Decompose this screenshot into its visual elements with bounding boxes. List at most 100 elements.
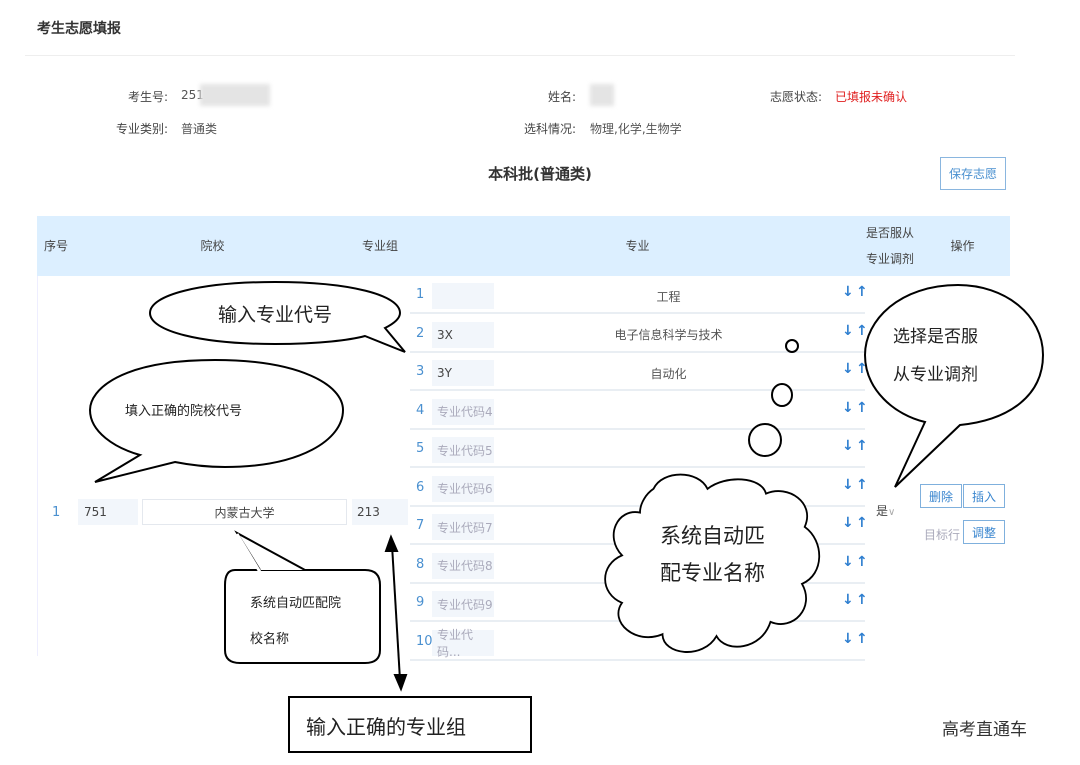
thought-dot-2: [771, 383, 793, 407]
move-down-icon[interactable]: ↓: [842, 322, 854, 339]
move-down-icon[interactable]: ↓: [842, 515, 854, 531]
move-up-icon[interactable]: ↑: [856, 476, 868, 493]
move-down-icon[interactable]: ↓: [842, 399, 854, 416]
table-header: 序号 院校 专业组 专业 是否服从 专业调剂 操作: [37, 216, 1010, 276]
major-row: 5 专业代码5 ↓ ↑: [410, 432, 868, 468]
major-index: 6: [416, 479, 425, 495]
section-title: 本科批(普通类): [488, 165, 592, 183]
group-box: [288, 696, 532, 753]
school-code-input[interactable]: 751: [78, 499, 138, 525]
major-row: 1 工程 ↓ ↑: [410, 278, 868, 314]
watermark: 高考直通车: [942, 720, 1027, 740]
header-school: 院校: [200, 239, 225, 253]
subjects-label: 选科情况:: [523, 122, 576, 136]
insert-button[interactable]: 插入: [963, 484, 1005, 508]
category-label: 专业类别:: [115, 122, 168, 136]
redacted-exam-no: [200, 84, 270, 106]
major-name: 自动化: [650, 366, 687, 381]
move-up-icon[interactable]: ↑: [856, 399, 868, 416]
move-down-icon[interactable]: ↓: [842, 361, 854, 377]
category-value: 普通类: [181, 122, 218, 136]
annotation-auto-school-2: 校名称: [250, 632, 290, 647]
header-index: 序号: [43, 239, 68, 253]
major-code-input[interactable]: 专业代码...: [432, 628, 494, 659]
move-up-icon[interactable]: ↑: [856, 361, 868, 377]
major-index: 8: [416, 556, 425, 572]
move-down-icon[interactable]: ↓: [842, 592, 854, 608]
header-ops: 操作: [950, 239, 975, 253]
move-up-icon[interactable]: ↑: [856, 284, 868, 300]
school-name-field: 内蒙古大学: [142, 499, 347, 525]
target-row-label: 目标行: [924, 528, 961, 542]
thought-dot-3: [748, 423, 782, 457]
save-button[interactable]: 保存志愿: [940, 157, 1006, 190]
major-code-input[interactable]: 3Y: [432, 360, 494, 386]
header-adjust-line2: 专业调剂: [865, 252, 914, 266]
annotation-auto-school-1: 系统自动匹配院: [250, 596, 342, 611]
major-index: 2: [416, 325, 425, 341]
annotation-school-code: 填入正确的院校代号: [125, 404, 243, 419]
adjust-button[interactable]: 调整: [963, 520, 1005, 544]
arrow-head-bottom: [393, 674, 408, 692]
row-index: 1: [52, 505, 61, 520]
status-label: 志愿状态:: [769, 90, 822, 104]
delete-button[interactable]: 删除: [920, 484, 962, 508]
major-index: 10: [416, 633, 433, 649]
major-code-input[interactable]: 专业代码5: [432, 437, 494, 463]
move-up-icon[interactable]: ↑: [856, 438, 868, 454]
exam-no-label: 考生号:: [127, 90, 168, 104]
header-major: 专业: [625, 239, 650, 253]
major-index: 3: [416, 364, 425, 379]
major-code-input[interactable]: 专业代码9: [432, 591, 494, 617]
move-down-icon[interactable]: ↓: [842, 553, 854, 570]
move-down-icon[interactable]: ↓: [842, 476, 854, 493]
move-down-icon[interactable]: ↓: [842, 630, 854, 647]
major-code-input[interactable]: 专业代码7: [432, 514, 494, 540]
page-title: 考生志愿填报: [37, 21, 121, 37]
move-up-icon[interactable]: ↑: [856, 630, 868, 647]
major-name: 工程: [656, 289, 681, 304]
major-row: 2 3X 电子信息科学与技术 ↓ ↑: [410, 316, 868, 353]
major-name: 电子信息科学与技术: [614, 328, 723, 342]
status-value: 已填报未确认: [835, 90, 908, 104]
chevron-down-icon: ∨: [888, 507, 896, 518]
exam-no-value: 251: [181, 88, 204, 102]
group-input[interactable]: 213: [352, 499, 408, 525]
move-up-icon[interactable]: ↑: [856, 322, 868, 339]
annotation-adjust-1: 选择是否服: [893, 327, 978, 347]
arrow-head-top: [384, 534, 399, 552]
annotation-auto-major-2: 配专业名称: [660, 561, 765, 585]
move-down-icon[interactable]: ↓: [842, 438, 854, 454]
move-up-icon[interactable]: ↑: [856, 553, 868, 570]
name-label: 姓名:: [547, 90, 576, 104]
major-index: 1: [416, 287, 425, 302]
move-up-icon[interactable]: ↑: [856, 592, 868, 608]
annotation-adjust-2: 从专业调剂: [893, 365, 978, 385]
divider: [25, 55, 1015, 56]
header-adjust-line1: 是否服从: [865, 226, 914, 240]
annotation-group: 输入正确的专业组: [306, 715, 466, 739]
major-row: 3 3Y 自动化 ↓ ↑: [410, 355, 868, 391]
major-code-input[interactable]: 专业代码6: [432, 475, 494, 502]
header-adjust: 是否服从 专业调剂: [865, 216, 915, 276]
major-code-input[interactable]: 专业代码8: [432, 552, 494, 579]
major-code-input[interactable]: [432, 283, 494, 309]
adjust-select[interactable]: 是∨: [876, 502, 895, 519]
major-code-bubble: [148, 280, 406, 353]
major-code-input[interactable]: 专业代码4: [432, 398, 494, 425]
double-arrow: [391, 544, 401, 681]
adjust-bubble: [863, 283, 1045, 488]
annotation-major-code: 输入专业代号: [218, 304, 333, 326]
redacted-name: [590, 84, 614, 106]
move-down-icon[interactable]: ↓: [842, 284, 854, 300]
major-index: 5: [416, 441, 425, 456]
header-group: 专业组: [361, 239, 398, 253]
auto-school-box: [224, 569, 381, 664]
major-index: 7: [416, 518, 425, 533]
major-index: 9: [416, 595, 425, 610]
auto-major-cloud: [604, 473, 821, 653]
adjust-value: 是: [876, 504, 889, 518]
move-up-icon[interactable]: ↑: [856, 515, 868, 531]
major-code-input[interactable]: 3X: [432, 321, 494, 348]
